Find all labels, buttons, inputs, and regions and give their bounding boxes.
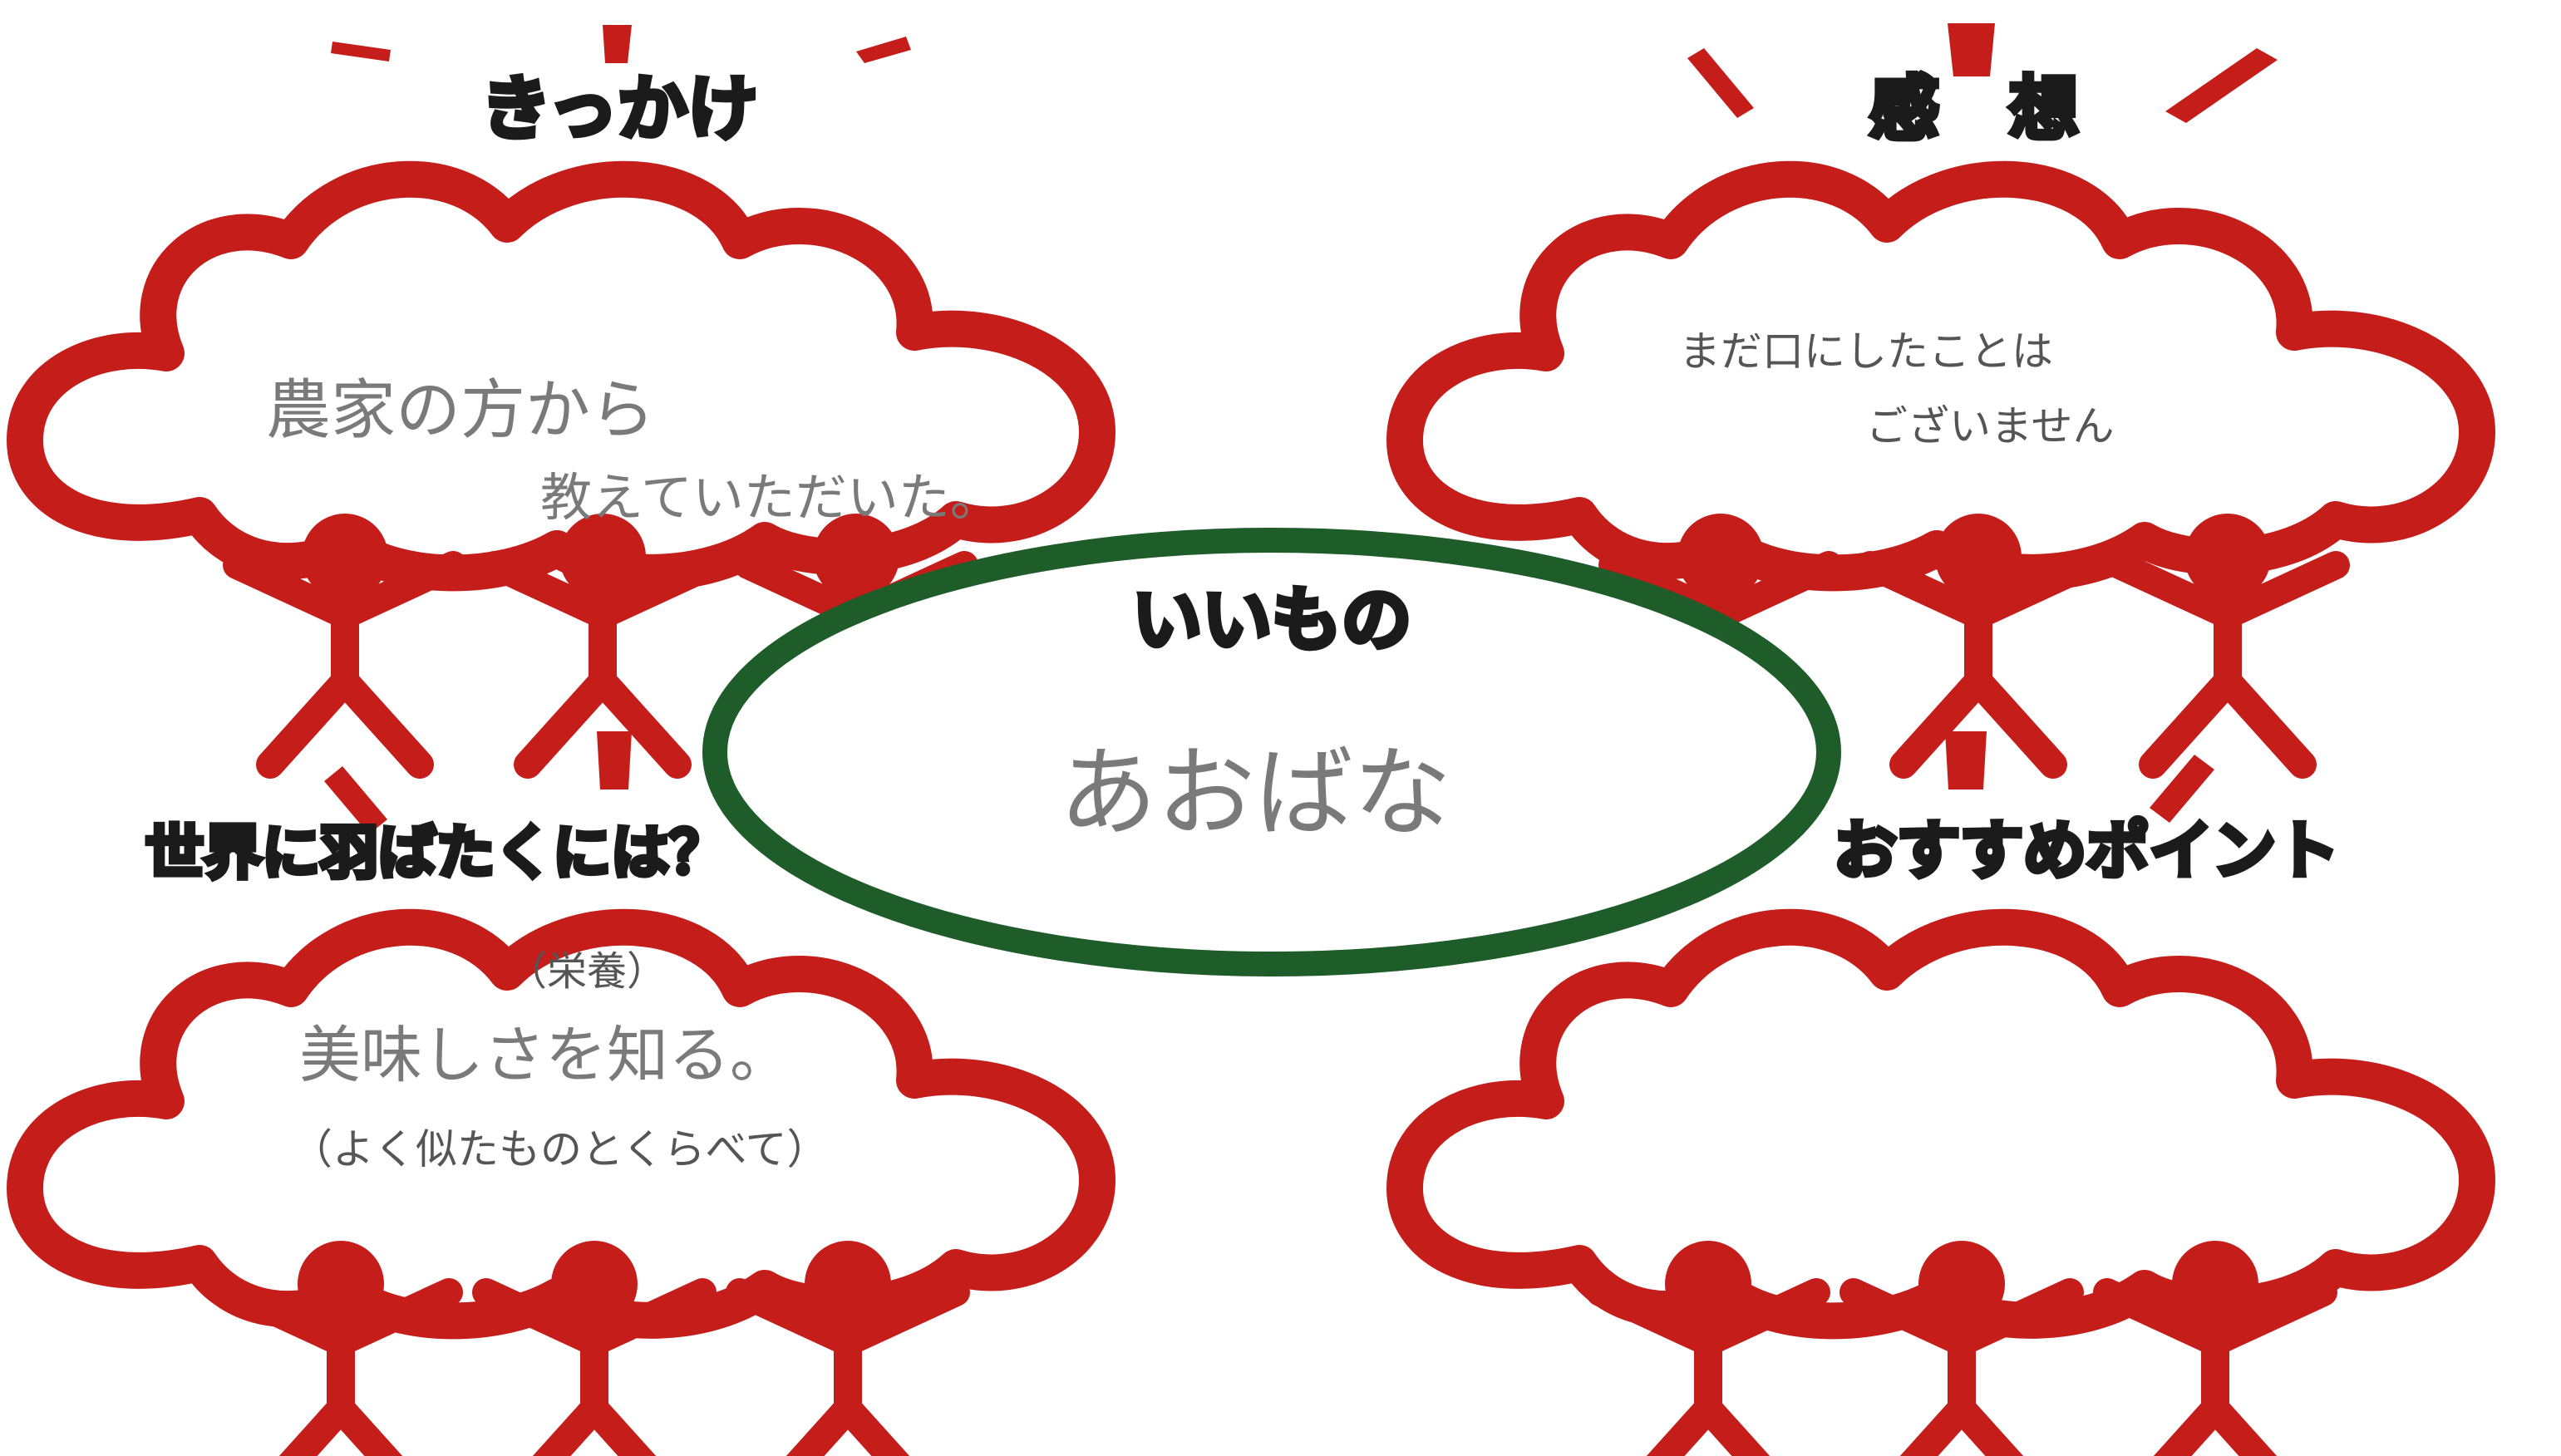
note-line: 美味しさを知る。 [299,1020,791,1091]
cloud-frame [1405,180,2477,573]
note-line: （よく似たものとくらべて） [291,1125,829,1173]
note-line: 教えていただいた。 [540,467,1002,528]
panel-kikkake: きっかけ 農家の方から 教えていただいた。 [25,25,1097,765]
burst-marks [1945,731,2214,823]
panel-heading: きっかけ [481,68,758,150]
panel-sekai: 世界に羽ばたくには？ （栄養） 美味しさを知る。 （よく似たものとくらべて） [25,731,1097,1456]
panel-heading: 感 想 [1869,68,2079,150]
panel-heading: おすすめポイント [1834,814,2339,888]
center-heading: いいもの [1132,579,1411,661]
panel-osusume: おすすめポイント [1405,731,2477,1456]
panel-kansou: 感 想 まだ口にしたことは ございません [1405,23,2477,765]
stick-figures [233,1241,956,1456]
note-line: ございません [1866,402,2115,450]
center-oval: いいもの あおばな [702,528,1841,976]
note-line: まだ口にしたことは [1679,327,2053,376]
note-line: 農家の方から [266,373,655,448]
burst-marks [1687,23,2278,123]
burst-marks [331,25,911,63]
stick-figures [1600,1241,2323,1456]
note-line: （栄養） [507,948,667,995]
center-value: あおばな [1059,735,1451,850]
panel-heading: 世界に羽ばたくには？ [145,819,727,887]
